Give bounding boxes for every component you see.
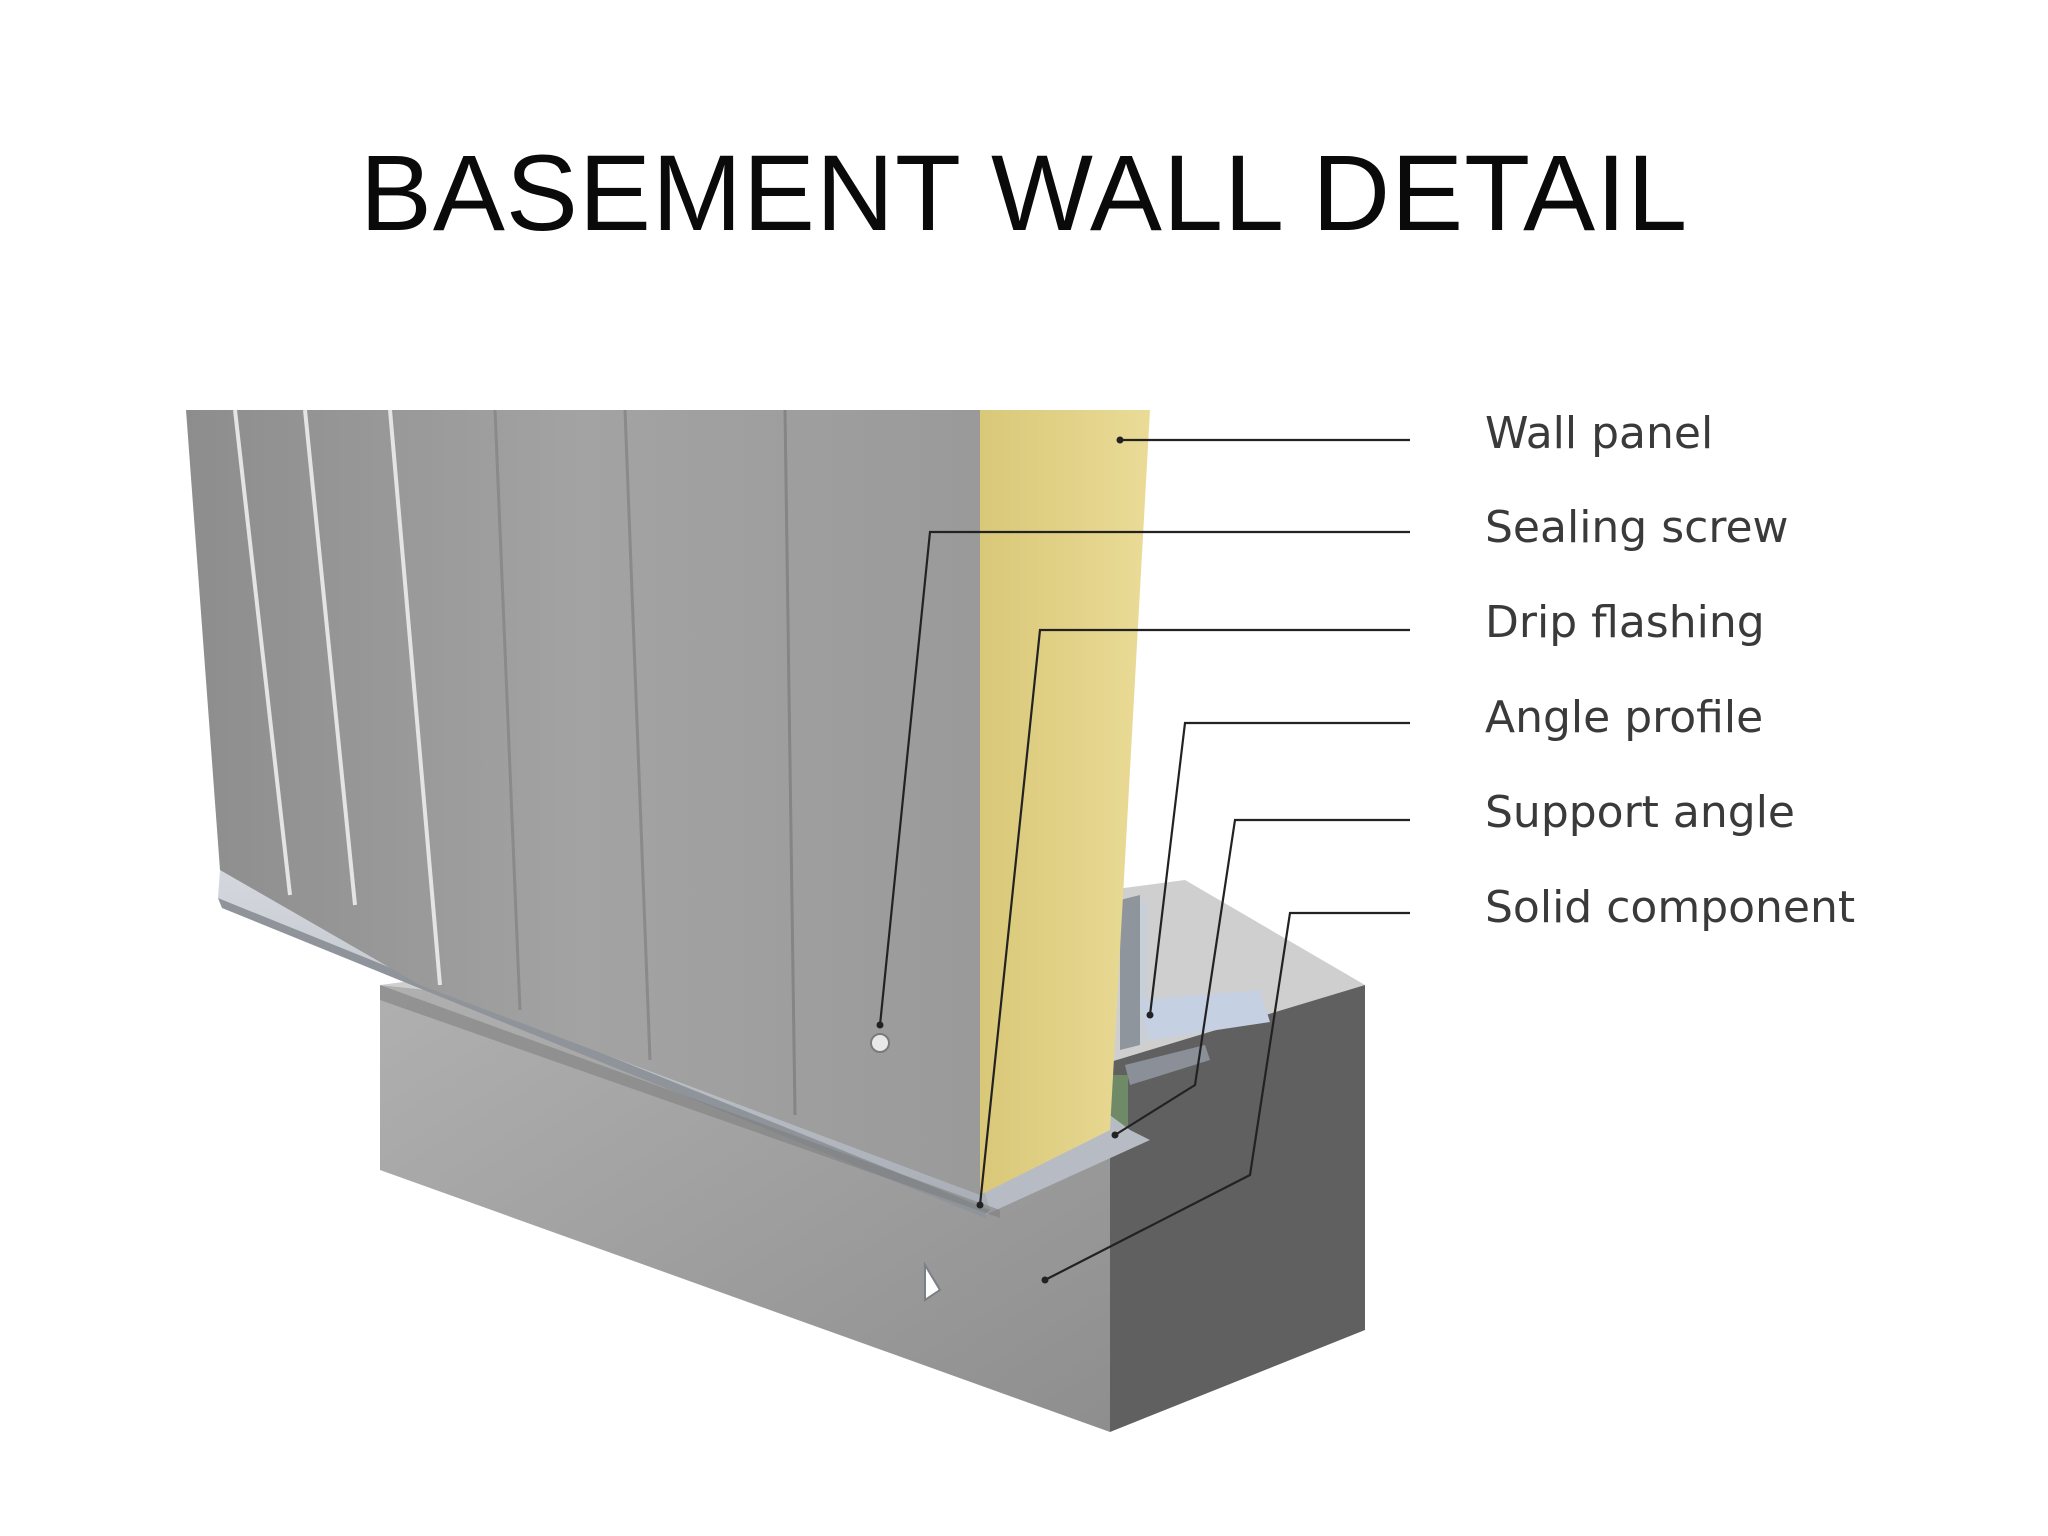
leader-drip-flashing	[978, 628, 1410, 1206]
leader-solid-component	[1044, 911, 1410, 1281]
leader-angle-profile	[1148, 721, 1410, 1016]
leader-dots	[876, 436, 1154, 1284]
label-support-angle: Support angle	[1485, 787, 1795, 838]
callout-labels: Wall panel Sealing screw Drip flashing A…	[1485, 408, 1855, 933]
leader-lines	[878, 438, 1410, 1281]
leader-sealing-screw	[878, 530, 1410, 1026]
label-angle-profile: Angle profile	[1485, 692, 1763, 743]
leader-support-angle	[1114, 818, 1410, 1136]
sealing-screw-shape	[870, 1033, 890, 1053]
insulation-core	[980, 410, 1150, 1195]
label-drip-flashing: Drip flashing	[1485, 597, 1765, 648]
label-wall-panel: Wall panel	[1485, 408, 1713, 459]
label-sealing-screw: Sealing screw	[1485, 502, 1789, 553]
page-title: BASEMENT WALL DETAIL	[359, 132, 1689, 253]
concrete-side	[1110, 985, 1365, 1432]
label-solid-component: Solid component	[1485, 882, 1855, 933]
panel-face	[186, 410, 980, 1195]
wall-panel-shape	[186, 409, 1150, 1195]
